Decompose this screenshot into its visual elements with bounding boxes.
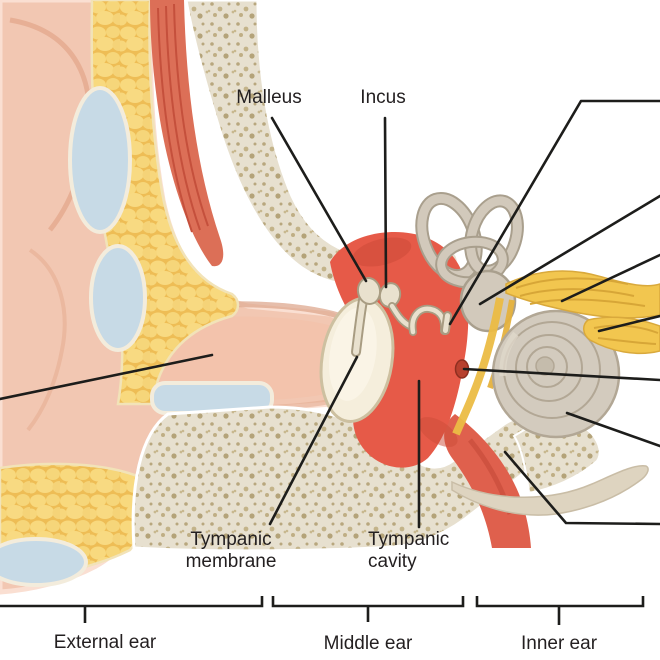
muscle — [150, 0, 224, 267]
label-malleus: Malleus — [236, 87, 302, 108]
ear-canal — [150, 316, 344, 401]
semicircular-canal-leader-line — [478, 194, 660, 306]
vestibular-nerve — [505, 270, 660, 319]
middle-ear-bracket — [271, 596, 465, 622]
label-external-ear: External ear — [53, 632, 157, 653]
auditory-tube-leader-line — [503, 450, 660, 526]
petrous-ridge — [451, 465, 649, 516]
cochlear-nerve-leader-line — [597, 314, 660, 333]
label-inner-ear: Inner ear — [520, 633, 598, 654]
vestibular-nerve-leader-line — [560, 253, 660, 303]
external-ear-bracket — [0, 596, 264, 623]
ear-canal-leader-line — [0, 353, 214, 401]
inner-ear-bracket — [475, 596, 645, 625]
malleus-leader-line — [270, 116, 368, 283]
label-incus: Incus — [360, 87, 406, 108]
round-window-leader-line — [462, 367, 660, 382]
incus-body — [378, 282, 402, 308]
cartilage — [0, 86, 274, 587]
incus-leader-line — [383, 116, 388, 289]
ossicles — [351, 277, 453, 357]
label-middle-ear: Middle ear — [323, 633, 413, 654]
stapes-leader-line — [448, 99, 660, 326]
label-tympanic-membrane: Tympanic membrane — [185, 529, 277, 573]
tympanic-membrane-leader-line — [268, 355, 359, 526]
cochlea-leader-line — [565, 411, 660, 448]
vestibule — [459, 269, 517, 333]
malleus-head — [356, 277, 382, 305]
label-tympanic-cavity: Tympanic cavity — [368, 529, 450, 573]
cochlear-nerve — [583, 316, 660, 355]
